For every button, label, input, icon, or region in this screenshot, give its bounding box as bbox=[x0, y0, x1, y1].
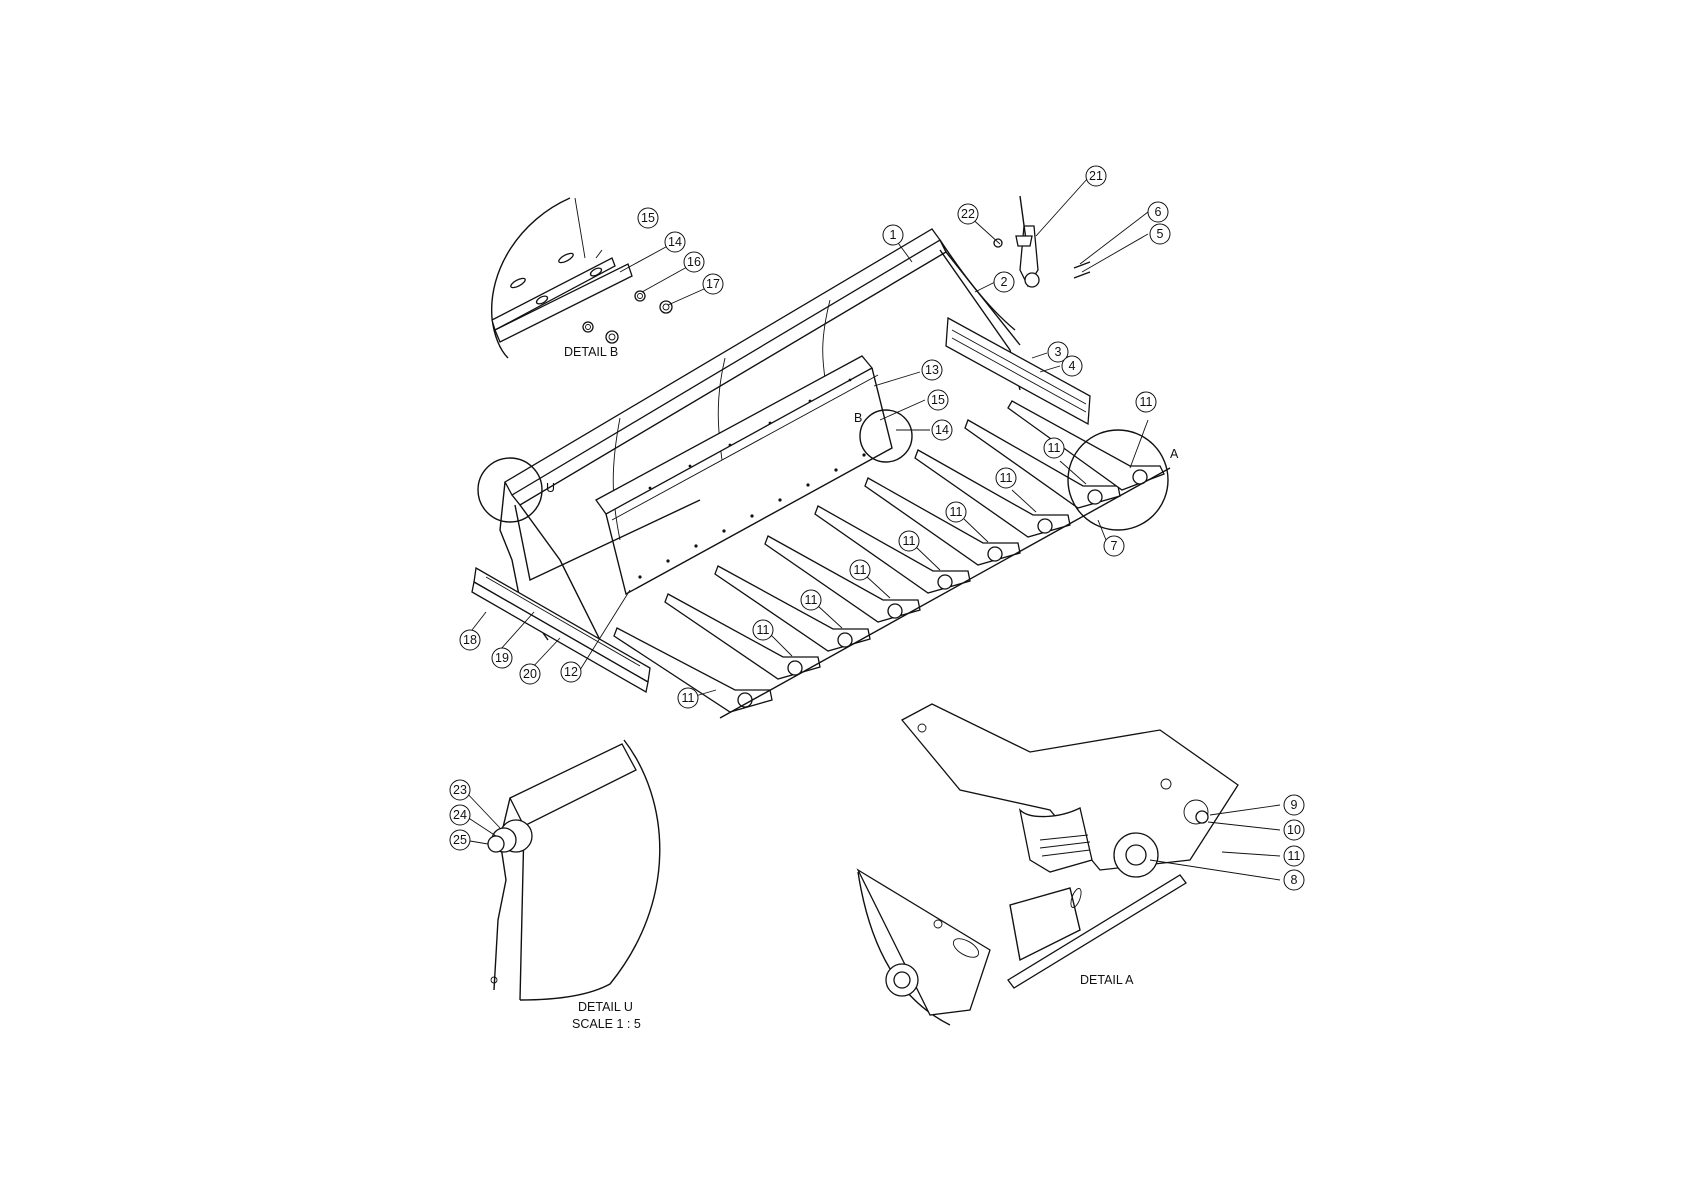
svg-text:2: 2 bbox=[1001, 275, 1008, 289]
balloon-6: 6 bbox=[1148, 202, 1168, 222]
balloon-7: 7 bbox=[1104, 536, 1124, 556]
balloon-20: 20 bbox=[520, 664, 540, 684]
balloon-11-b: 11 bbox=[753, 620, 773, 640]
balloon-16: 16 bbox=[684, 252, 704, 272]
svg-text:8: 8 bbox=[1291, 873, 1298, 887]
svg-text:11: 11 bbox=[1000, 471, 1013, 485]
balloon-11-h: 11 bbox=[1044, 438, 1064, 458]
svg-text:16: 16 bbox=[687, 255, 701, 269]
svg-text:20: 20 bbox=[523, 667, 537, 681]
svg-text:6: 6 bbox=[1155, 205, 1162, 219]
svg-text:11: 11 bbox=[903, 534, 916, 548]
balloon-19: 19 bbox=[492, 648, 512, 668]
marker-u-label: U bbox=[546, 481, 555, 495]
lip-bolts bbox=[638, 379, 865, 579]
balloon-11-detail-a: 11 bbox=[1284, 846, 1304, 866]
balloon-23: 23 bbox=[450, 780, 470, 800]
svg-text:22: 22 bbox=[961, 207, 975, 221]
detail-u-scale: SCALE 1 : 5 bbox=[572, 1017, 641, 1031]
marker-a-label: A bbox=[1170, 447, 1179, 461]
svg-text:15: 15 bbox=[931, 393, 945, 407]
svg-text:9: 9 bbox=[1291, 798, 1298, 812]
svg-text:18: 18 bbox=[463, 633, 477, 647]
svg-text:17: 17 bbox=[706, 277, 720, 291]
svg-text:10: 10 bbox=[1287, 823, 1301, 837]
svg-text:14: 14 bbox=[935, 423, 949, 437]
svg-text:14: 14 bbox=[668, 235, 682, 249]
balloon-11-d: 11 bbox=[850, 560, 870, 580]
balloon-17: 17 bbox=[703, 274, 723, 294]
svg-text:11: 11 bbox=[757, 623, 770, 637]
svg-text:1: 1 bbox=[890, 228, 897, 242]
balloon-15: 15 bbox=[928, 390, 948, 410]
balloon-8: 8 bbox=[1284, 870, 1304, 890]
balloon-9: 9 bbox=[1284, 795, 1304, 815]
top-tube bbox=[505, 229, 940, 495]
svg-text:11: 11 bbox=[1288, 849, 1301, 863]
balloon-11-i: 11 bbox=[1136, 392, 1156, 412]
balloon-10: 10 bbox=[1284, 820, 1304, 840]
svg-text:15: 15 bbox=[641, 211, 655, 225]
balloon-11-g: 11 bbox=[996, 468, 1016, 488]
detail-u-view: DETAIL U SCALE 1 : 5 bbox=[488, 740, 660, 1031]
balloon-13: 13 bbox=[922, 360, 942, 380]
svg-text:11: 11 bbox=[854, 563, 867, 577]
balloon-1: 1 bbox=[883, 225, 903, 245]
svg-text:11: 11 bbox=[682, 691, 695, 705]
svg-text:11: 11 bbox=[1140, 395, 1153, 409]
svg-text:23: 23 bbox=[453, 783, 467, 797]
detail-u-title: DETAIL U bbox=[578, 1000, 633, 1014]
balloon-21: 21 bbox=[1086, 166, 1106, 186]
svg-text:11: 11 bbox=[950, 505, 963, 519]
svg-text:25: 25 bbox=[453, 833, 467, 847]
svg-text:11: 11 bbox=[805, 593, 818, 607]
svg-text:5: 5 bbox=[1157, 227, 1164, 241]
balloon-14-detail-b: 14 bbox=[665, 232, 685, 252]
svg-text:13: 13 bbox=[925, 363, 939, 377]
balloon-5: 5 bbox=[1150, 224, 1170, 244]
bucket-assembly: U B A bbox=[472, 196, 1179, 718]
marker-b-label: B bbox=[854, 411, 862, 425]
svg-text:24: 24 bbox=[453, 808, 467, 822]
detail-b-title: DETAIL B bbox=[564, 345, 618, 359]
balloon-4: 4 bbox=[1062, 356, 1082, 376]
svg-text:7: 7 bbox=[1111, 539, 1118, 553]
balloon-14: 14 bbox=[932, 420, 952, 440]
svg-text:3: 3 bbox=[1055, 345, 1062, 359]
detail-a-title: DETAIL A bbox=[1080, 973, 1134, 987]
balloon-22: 22 bbox=[958, 204, 978, 224]
balloon-2: 2 bbox=[994, 272, 1014, 292]
balloon-11-f: 11 bbox=[946, 502, 966, 522]
balloon-18: 18 bbox=[460, 630, 480, 650]
balloon-25: 25 bbox=[450, 830, 470, 850]
pins bbox=[1074, 262, 1090, 278]
balloon-24: 24 bbox=[450, 805, 470, 825]
svg-text:19: 19 bbox=[495, 651, 509, 665]
balloon-11-a: 11 bbox=[678, 688, 698, 708]
balloon-11-c: 11 bbox=[801, 590, 821, 610]
balloon-12: 12 bbox=[561, 662, 581, 682]
svg-text:4: 4 bbox=[1069, 359, 1076, 373]
balloon-15-detail-b: 15 bbox=[638, 208, 658, 228]
svg-text:12: 12 bbox=[564, 665, 578, 679]
svg-text:21: 21 bbox=[1089, 169, 1103, 183]
svg-text:11: 11 bbox=[1048, 441, 1061, 455]
balloon-11-e: 11 bbox=[899, 531, 919, 551]
